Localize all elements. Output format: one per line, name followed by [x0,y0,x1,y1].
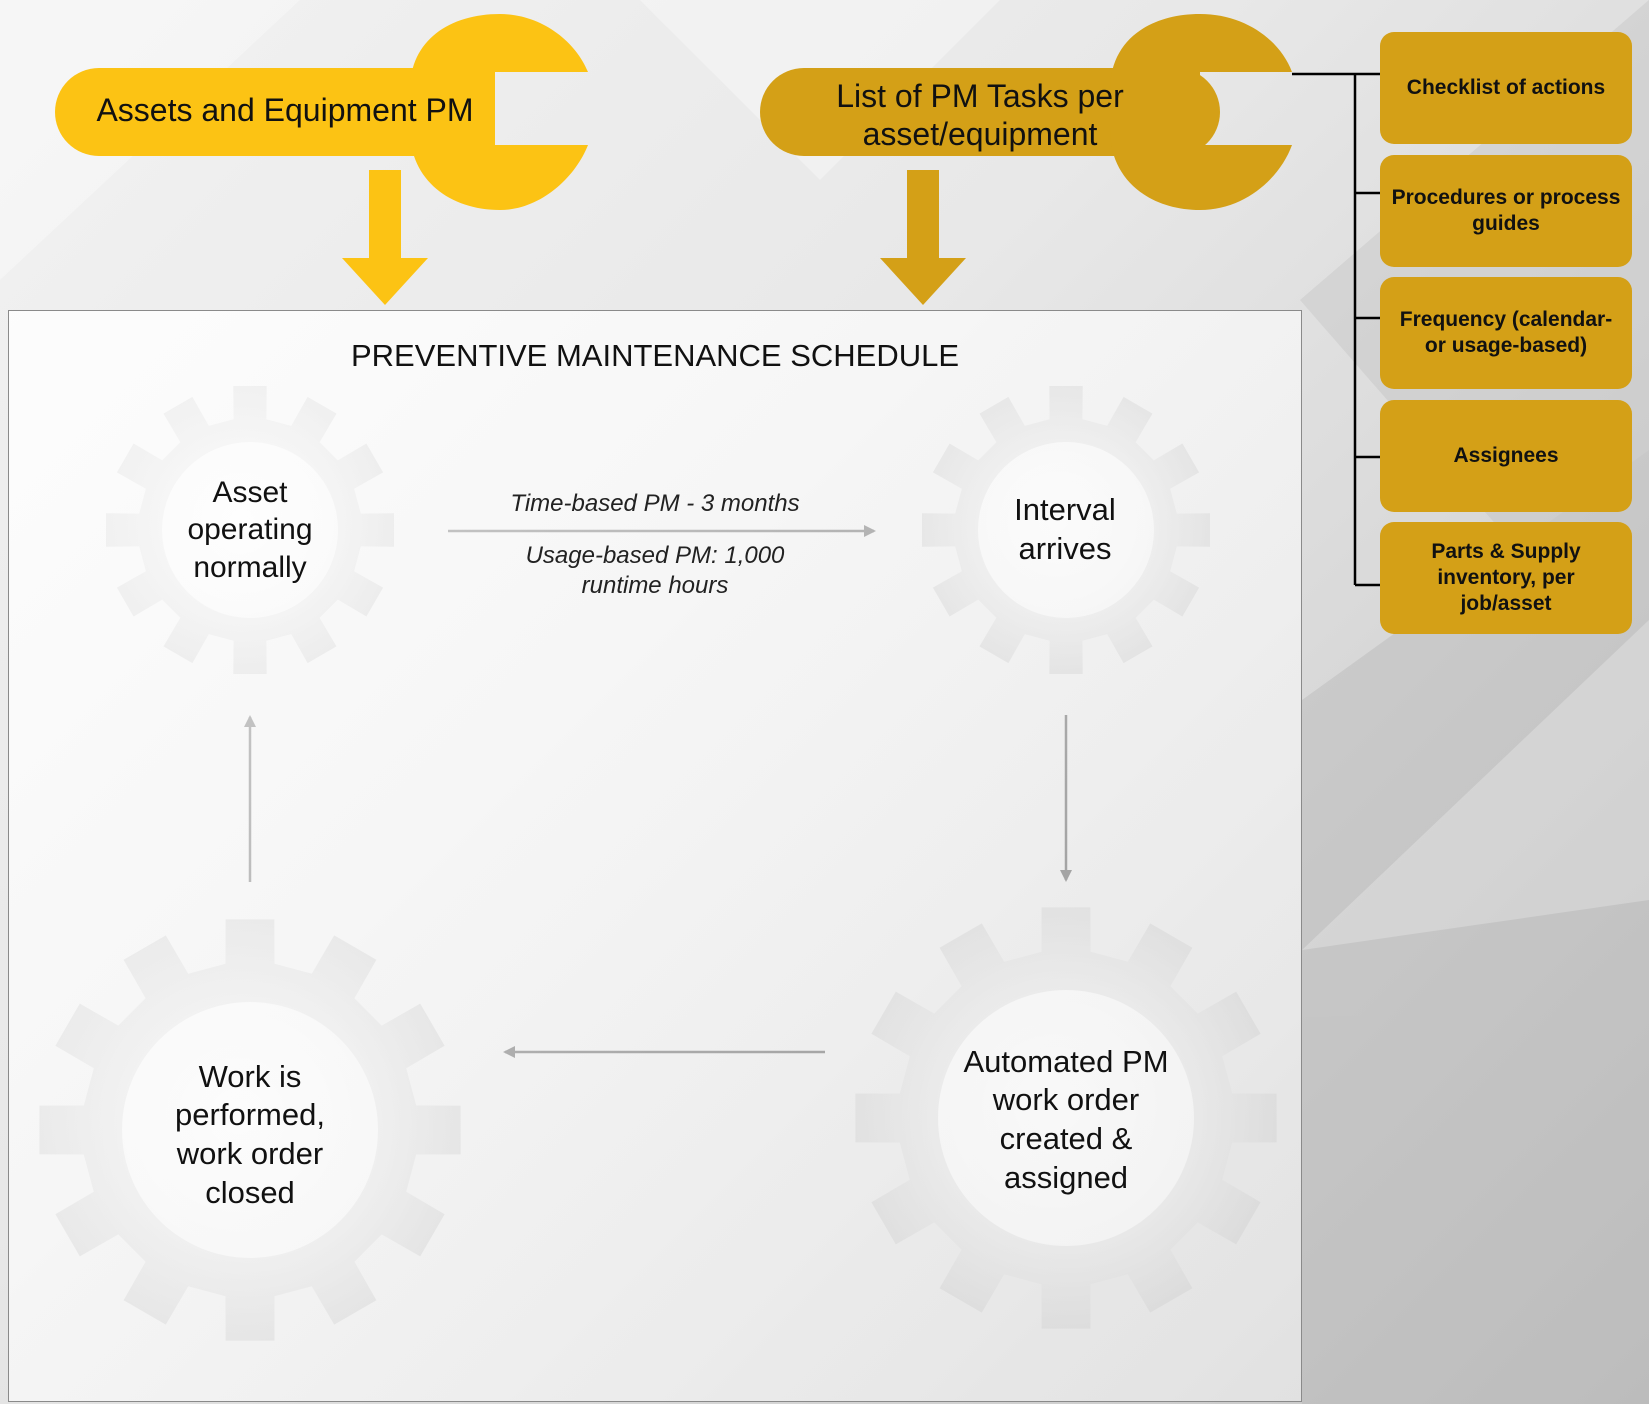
gear-work-performed-label: Work is performed, work order closed [175,1058,325,1210]
task-component-assignees: Assignees [1380,400,1632,512]
task-component-parts: Parts & Supply inventory, per job/asset [1380,522,1632,634]
task-component-checklist: Checklist of actions [1380,32,1632,144]
wrench-assets-label: Assets and Equipment PM [96,91,474,128]
task-component-frequency: Frequency (calendar- or usage-based) [1380,277,1632,389]
gear-automated-wo-label: Automated PM work order created & assign… [963,1043,1169,1195]
wrench-assets [55,14,588,210]
time-based-label: Time-based PM - 3 months [510,490,800,517]
wrench-tasks-label: List of PM Tasks per asset/equipment [836,77,1124,152]
task-component-procedures: Procedures or process guides [1380,155,1632,267]
task-components-connector [1292,72,1380,587]
schedule-panel [8,310,1302,1402]
schedule-title: PREVENTIVE MAINTENANCE SCHEDULE [350,338,960,373]
arrow-assets-down [342,170,428,305]
arrow-tasks-down [880,170,966,305]
usage-based-label: Usage-based PM: 1,000 runtime hours [525,542,785,599]
gear-interval-arrives-label: Interval arrives [1014,492,1116,566]
gear-asset-operating-label: Asset operating normally [187,475,313,584]
wrench-tasks [760,14,1292,210]
